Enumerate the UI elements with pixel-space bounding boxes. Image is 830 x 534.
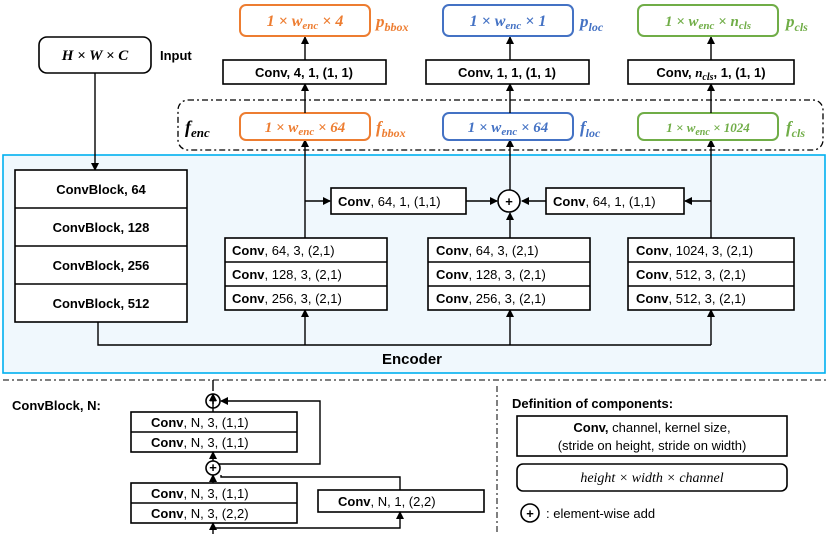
input-dims: H × W × C (61, 48, 130, 64)
f-enc-label: fenc (185, 117, 210, 140)
svg-text:fbbox: fbbox (376, 118, 406, 140)
fusion-conv-right: Conv, 64, 1, (1,1) (545, 187, 685, 215)
svg-text:Conv, 128, 3, (2,1): Conv, 128, 3, (2,1) (232, 267, 342, 282)
svg-text:Conv, 512, 3, (2,1): Conv, 512, 3, (2,1) (636, 291, 746, 306)
svg-text:1 × wenc × ncls: 1 × wenc × ncls (665, 14, 751, 32)
svg-text:height × width × channel: height × width × channel (580, 471, 723, 486)
svg-text:Conv, 64, 3, (2,1): Conv, 64, 3, (2,1) (436, 243, 539, 258)
convblock-def-shortcut: Conv, N, 1, (2,2) (317, 489, 485, 513)
svg-text:Conv, 512, 3, (2,1): Conv, 512, 3, (2,1) (636, 267, 746, 282)
svg-text:Conv, ncls, 1, (1, 1): Conv, ncls, 1, (1, 1) (656, 65, 765, 83)
svg-text:pcls: pcls (784, 12, 808, 34)
svg-text:1 × wenc × 4: 1 × wenc × 4 (267, 13, 344, 32)
f-loc: 1 × wenc × 64 floc (442, 112, 601, 141)
svg-text:floc: floc (580, 118, 601, 140)
convblock-128: ConvBlock, 128 (53, 220, 150, 235)
bbox-conv-stack: Conv, 64, 3, (2,1) Conv, 128, 3, (2,1) C… (224, 237, 388, 311)
svg-text:Conv, 64, 3, (2,1): Conv, 64, 3, (2,1) (232, 243, 335, 258)
p-cls: 1 × wenc × ncls pcls (637, 4, 808, 37)
convblock-stack: ConvBlock, 64 ConvBlock, 128 ConvBlock, … (14, 169, 188, 323)
feature-region (177, 99, 824, 151)
svg-text:Conv, N, 3, (1,1): Conv, N, 3, (1,1) (151, 486, 249, 501)
svg-text:pbbox: pbbox (374, 12, 409, 34)
definition-tensor: height × width × channel (516, 463, 788, 492)
loc-conv-stack: Conv, 64, 3, (2,1) Conv, 128, 3, (2,1) C… (427, 237, 591, 311)
svg-text:1 × wenc × 1: 1 × wenc × 1 (470, 13, 547, 32)
convblock-def-bottom: Conv, N, 3, (1,1) Conv, N, 3, (2,2) (130, 482, 298, 524)
encoder-label: Encoder (382, 351, 442, 368)
convblock-256: ConvBlock, 256 (53, 258, 150, 273)
svg-text:Conv, channel, kernel size,: Conv, channel, kernel size, (573, 420, 730, 435)
p-bbox: 1 × wenc × 4 pbbox (239, 4, 409, 37)
definition-conv: Conv, channel, kernel size, (stride on h… (516, 415, 788, 457)
convblock-512: ConvBlock, 512 (53, 296, 150, 311)
head-loc: Conv, 1, 1, (1, 1) (425, 59, 590, 85)
svg-text:1 × wenc × 1024: 1 × wenc × 1024 (666, 120, 750, 138)
svg-text:Conv, 1024, 3, (2,1): Conv, 1024, 3, (2,1) (636, 243, 753, 258)
convblock-def-title: ConvBlock, N: (12, 398, 101, 413)
svg-text:Conv, N, 3, (1,1): Conv, N, 3, (1,1) (151, 415, 249, 430)
svg-text:Conv, 64, 1, (1,1): Conv, 64, 1, (1,1) (553, 194, 656, 209)
svg-text:+: + (505, 194, 513, 209)
svg-text:Conv, 4, 1, (1, 1): Conv, 4, 1, (1, 1) (255, 65, 353, 80)
svg-text:fcls: fcls (786, 118, 805, 140)
definition-add: + : element-wise add (520, 503, 655, 523)
svg-text:ploc: ploc (578, 12, 604, 34)
svg-text:Conv, 64, 1, (1,1): Conv, 64, 1, (1,1) (338, 194, 441, 209)
svg-text:Conv, 128, 3, (2,1): Conv, 128, 3, (2,1) (436, 267, 546, 282)
svg-text:Conv, 256, 3, (2,1): Conv, 256, 3, (2,1) (436, 291, 546, 306)
f-bbox: 1 × wenc × 64 fbbox (239, 112, 406, 141)
svg-text:+: + (526, 506, 534, 521)
input-label: Input (160, 48, 192, 63)
svg-text:Conv, N, 3, (1,1): Conv, N, 3, (1,1) (151, 435, 249, 450)
head-cls: Conv, ncls, 1, (1, 1) (627, 59, 795, 85)
svg-text:Conv, N, 3, (2,2): Conv, N, 3, (2,2) (151, 506, 249, 521)
convblock-64: ConvBlock, 64 (56, 182, 146, 197)
fusion-conv-left: Conv, 64, 1, (1,1) (330, 187, 467, 215)
f-cls: 1 × wenc × 1024 fcls (637, 112, 805, 141)
svg-text:+: + (209, 460, 217, 475)
convblock-def-top: Conv, N, 3, (1,1) Conv, N, 3, (1,1) (130, 411, 298, 453)
cls-conv-stack: Conv, 1024, 3, (2,1) Conv, 512, 3, (2,1)… (627, 237, 795, 311)
svg-text:: element-wise add: : element-wise add (546, 506, 655, 521)
svg-text:(stride on height, stride on w: (stride on height, stride on width) (558, 438, 747, 453)
svg-text:1 × wenc × 64: 1 × wenc × 64 (265, 120, 346, 138)
svg-text:Conv, N, 1, (2,2): Conv, N, 1, (2,2) (338, 494, 436, 509)
head-bbox: Conv, 4, 1, (1, 1) (222, 59, 387, 85)
definitions-title: Definition of components: (512, 396, 673, 411)
svg-text:Conv, 1, 1, (1, 1): Conv, 1, 1, (1, 1) (458, 65, 556, 80)
svg-text:1 × wenc × 64: 1 × wenc × 64 (468, 120, 549, 138)
svg-text:Conv, 256, 3, (2,1): Conv, 256, 3, (2,1) (232, 291, 342, 306)
p-loc: 1 × wenc × 1 ploc (442, 4, 604, 37)
